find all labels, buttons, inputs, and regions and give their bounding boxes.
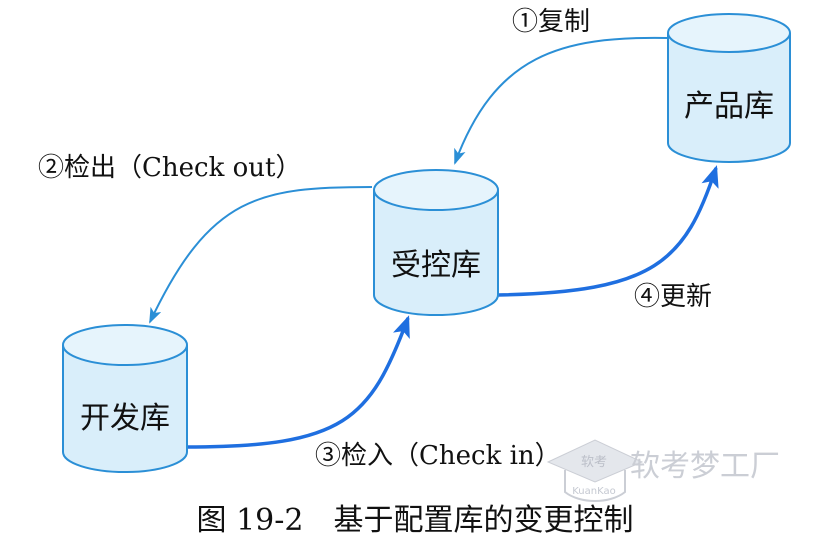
checkout-arrow: [149, 186, 373, 324]
product-library-label: 产品库: [684, 89, 774, 124]
checkin-label: ③检入（Check in）: [315, 441, 561, 471]
copy-arrow: [454, 36, 669, 165]
figure-caption: 图 19-2 基于配置库的变更控制: [197, 503, 634, 538]
product-library-cylinder: 产品库: [667, 13, 791, 163]
graduation-cap-icon: [546, 439, 644, 483]
watermark-badge-cn: 软考: [581, 455, 607, 470]
update-arrow: [497, 165, 719, 297]
watermark-logo: 软考 KuanKao 软考梦工厂: [546, 439, 780, 502]
checkin-arrow: [185, 315, 410, 449]
watermark-brand: 软考梦工厂: [630, 449, 780, 484]
controlled-library-label: 受控库: [391, 248, 481, 283]
development-library-label: 开发库: [80, 401, 170, 436]
update-label: ④更新: [634, 282, 712, 312]
watermark-badge-en: KuanKao: [572, 486, 616, 497]
development-library-cylinder: 开发库: [62, 324, 188, 473]
copy-label: ①复制: [512, 7, 590, 37]
controlled-library-cylinder: 受控库: [373, 169, 499, 316]
checkout-label: ②检出（Check out）: [38, 153, 301, 183]
